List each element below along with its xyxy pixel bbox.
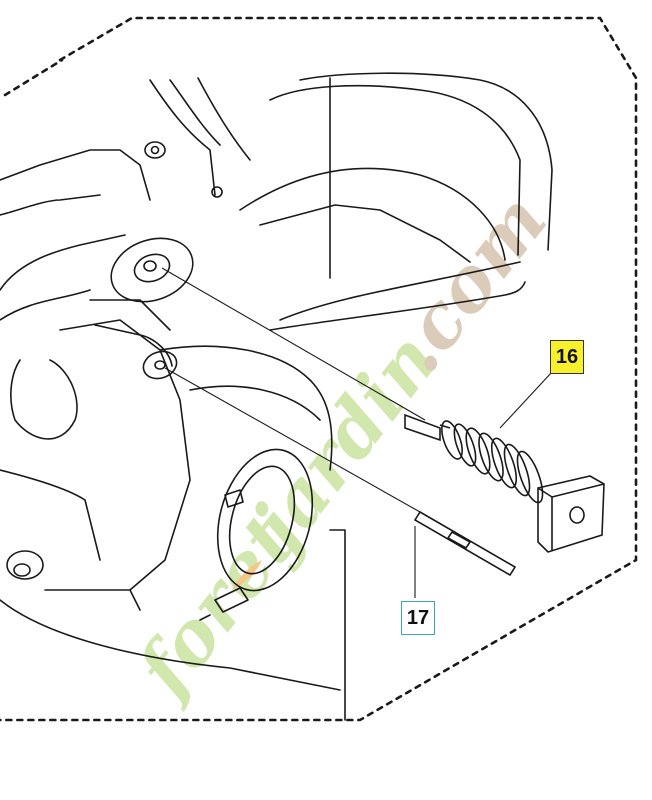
spring-part-16 — [404, 413, 605, 553]
callout-label-17: 17 — [401, 601, 435, 635]
pin-part-17 — [413, 510, 517, 577]
dashed-boundary — [0, 16, 638, 722]
housing-line-art — [0, 72, 553, 721]
leader-lines — [161, 267, 553, 598]
watermark-text-com: .com — [374, 179, 564, 388]
callout-label-16: 16 — [550, 340, 584, 374]
watermark-leaf — [232, 560, 262, 590]
callout-16-box — [550, 340, 584, 374]
